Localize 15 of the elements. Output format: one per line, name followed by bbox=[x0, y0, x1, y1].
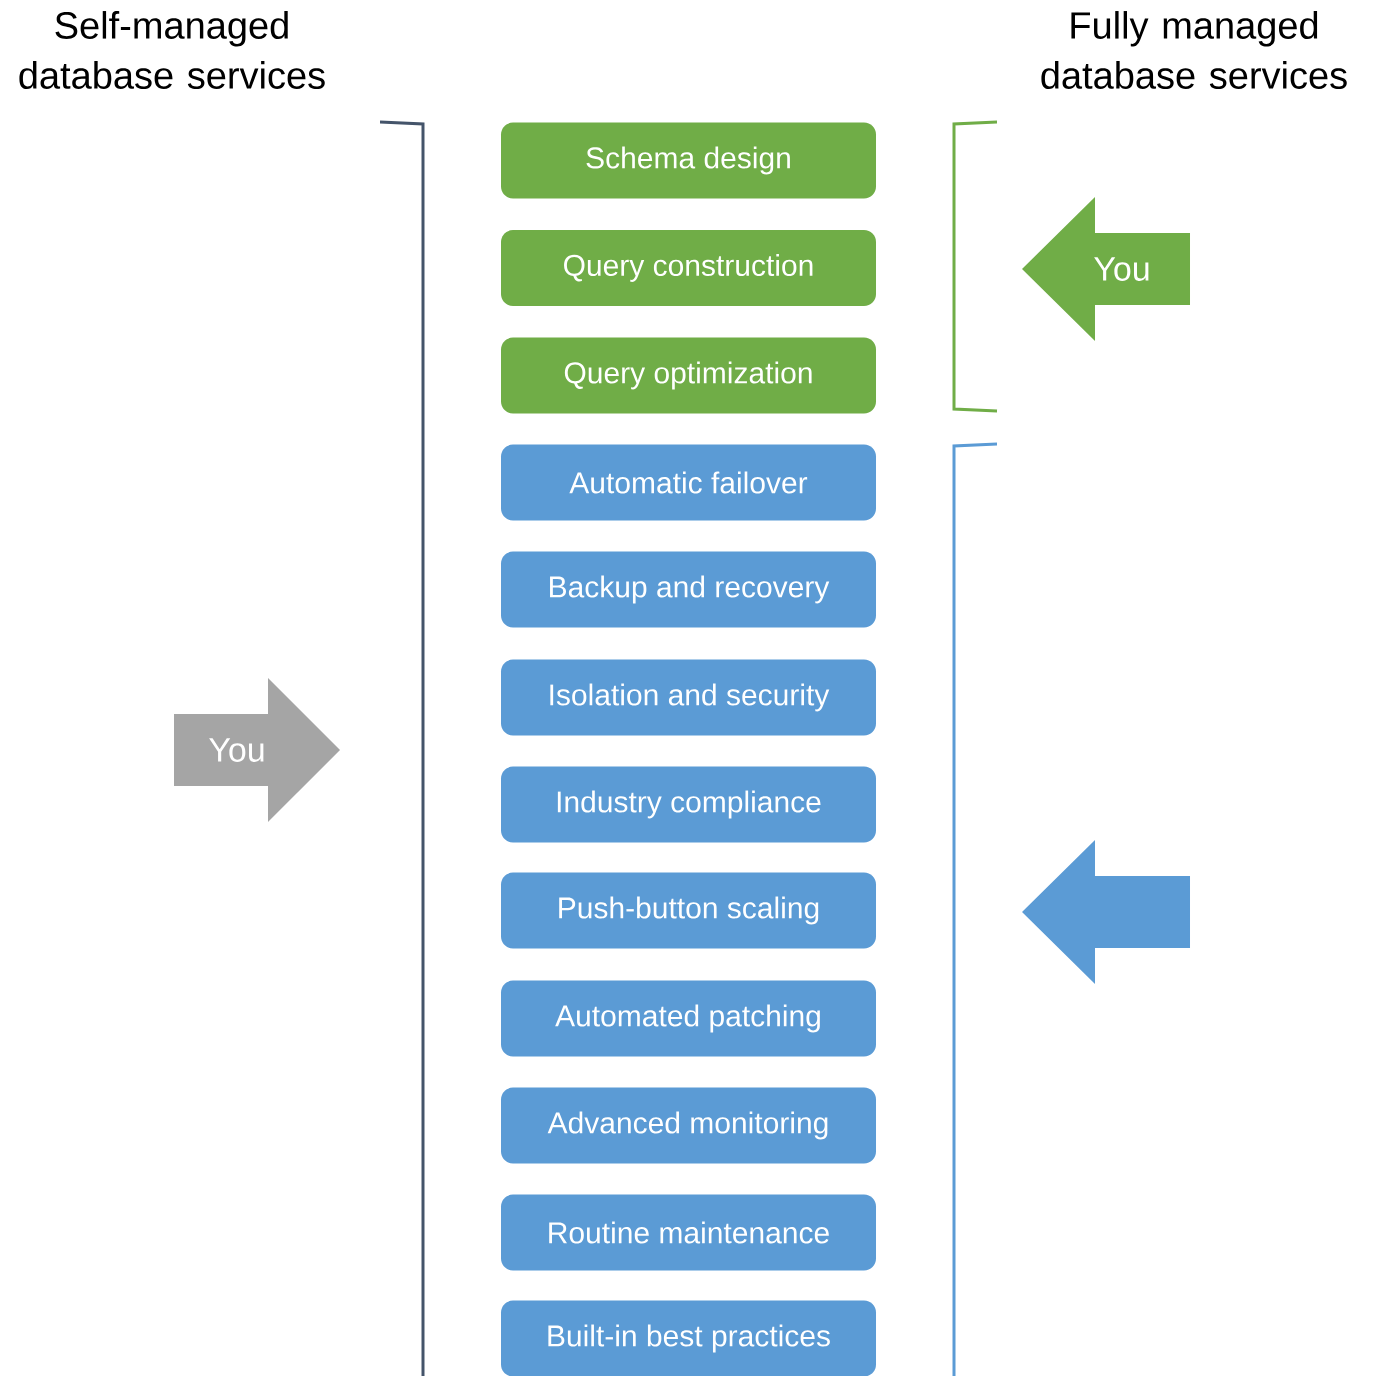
process-box: Routine maintenance bbox=[501, 1194, 876, 1271]
arrow-shape bbox=[1022, 840, 1190, 984]
column-heading: Fully managed database services bbox=[1041, 11, 1347, 89]
process-box: Backup and recovery bbox=[501, 551, 876, 628]
process-box: Push-button scaling bbox=[501, 872, 876, 949]
column-heading: Self-managed database services bbox=[19, 11, 325, 89]
process-box: Isolation and security bbox=[501, 659, 876, 736]
process-box: Query optimization bbox=[501, 337, 876, 414]
process-box: Built-in best practices bbox=[501, 1300, 876, 1376]
process-box: Automated patching bbox=[501, 980, 876, 1057]
process-box: Automatic failover bbox=[501, 444, 876, 521]
process-box: Industry compliance bbox=[501, 766, 876, 843]
process-box: Schema design bbox=[501, 122, 876, 199]
process-box: Advanced monitoring bbox=[501, 1087, 876, 1164]
process-box: Query construction bbox=[501, 230, 876, 306]
